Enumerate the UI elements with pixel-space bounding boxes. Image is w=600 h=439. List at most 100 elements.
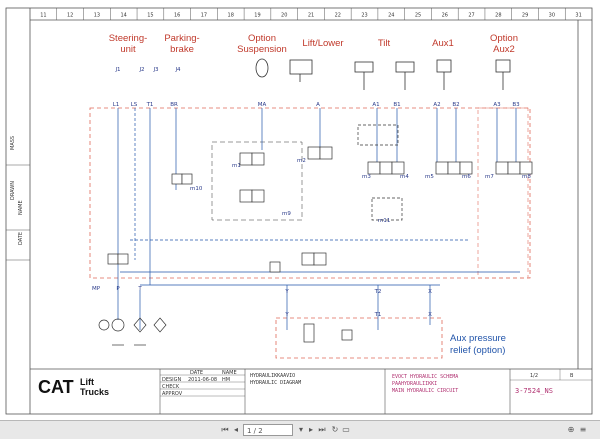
heading-parking: brake bbox=[170, 44, 194, 55]
port-label: T1 bbox=[146, 102, 154, 108]
port-label: J2 bbox=[138, 67, 144, 73]
page-number-input[interactable]: 1 / 2 bbox=[243, 424, 293, 436]
port-label: A2 bbox=[433, 102, 440, 108]
heading-option-suspension: Option bbox=[248, 33, 276, 44]
port-label: T2 bbox=[374, 289, 382, 295]
port-label: B1 bbox=[393, 102, 400, 108]
column-number: 29 bbox=[522, 13, 528, 19]
column-number: 30 bbox=[549, 13, 555, 19]
port-label: MP bbox=[92, 286, 101, 292]
hydraulic-lines bbox=[117, 108, 520, 330]
motor-label: m6 bbox=[462, 174, 471, 180]
next-page-icon[interactable]: ▸ bbox=[308, 425, 313, 434]
first-page-icon[interactable]: ⏮ bbox=[221, 425, 229, 434]
motor-label: m8 bbox=[522, 174, 531, 180]
port-label: MA bbox=[258, 102, 267, 108]
column-number: 23 bbox=[361, 13, 367, 19]
heading-aux1: Aux1 bbox=[432, 38, 454, 49]
column-number: 15 bbox=[147, 13, 153, 19]
port-label: J3 bbox=[152, 67, 159, 73]
left-margin-labels: MASS DRAWN NAME DATE bbox=[6, 136, 30, 261]
zoom-icon[interactable]: ⊕ bbox=[567, 425, 575, 434]
fi-title: HYDRAULIKKAAVIO bbox=[250, 373, 295, 379]
motor-label: m3 bbox=[362, 174, 371, 180]
port-label: A3 bbox=[493, 102, 501, 108]
side-label: MASS bbox=[10, 136, 16, 150]
pump-group bbox=[98, 317, 167, 346]
port-label: T1 bbox=[374, 312, 382, 318]
motor-label: m5 bbox=[425, 174, 434, 180]
column-number: 12 bbox=[67, 13, 73, 19]
rotate-icon[interactable]: ↻ bbox=[331, 425, 339, 434]
revision: B bbox=[570, 373, 574, 379]
motor-labels: m1 m2 m3 m4 m5 m6 m7 m8 m9 m10 m11 bbox=[190, 158, 531, 224]
port-label: B3 bbox=[512, 102, 520, 108]
motor-label: m2 bbox=[297, 158, 306, 164]
dropdown-icon[interactable]: ▾ bbox=[298, 425, 303, 434]
page-display: 1 / 2 bbox=[247, 427, 263, 435]
heading-parking: Parking- bbox=[164, 33, 199, 44]
motor-label: m10 bbox=[190, 186, 203, 192]
side-label: DRAWN bbox=[10, 181, 16, 200]
prev-page-icon[interactable]: ◂ bbox=[233, 425, 238, 434]
heading-steering: unit bbox=[120, 44, 136, 55]
name-value: HM bbox=[222, 377, 230, 383]
motor-label: m11 bbox=[378, 218, 390, 224]
port-label: LS bbox=[131, 102, 138, 108]
column-number: 31 bbox=[575, 13, 581, 19]
port-label: T bbox=[137, 286, 142, 292]
column-number: 27 bbox=[468, 13, 474, 19]
doc-number: 3-7524_NS bbox=[515, 387, 553, 395]
port-labels-top: J1 J2 J3 J4 L1 LS T1 BR MA A A1 B1 A2 B2… bbox=[113, 67, 520, 108]
column-number: 26 bbox=[442, 13, 448, 19]
port-label: X bbox=[428, 312, 432, 318]
date-value: 2011-06-08 bbox=[188, 377, 217, 383]
heading-option-suspension: Suspension bbox=[237, 44, 287, 55]
motor-label: m9 bbox=[282, 211, 291, 217]
port-label: P bbox=[116, 286, 120, 292]
column-number: 14 bbox=[120, 13, 126, 19]
aux-relief-label: Aux pressure bbox=[450, 333, 506, 344]
column-number: 11 bbox=[40, 13, 46, 19]
port-label: BR bbox=[170, 102, 178, 108]
check-label: CHECK bbox=[162, 384, 180, 390]
motor-label: m1 bbox=[232, 163, 241, 169]
column-number: 17 bbox=[201, 13, 207, 19]
last-page-icon[interactable]: ⏭ bbox=[318, 425, 326, 434]
motor-label: m4 bbox=[400, 174, 409, 180]
heading-steering: Steering- bbox=[109, 33, 148, 44]
logo-sub: Lift bbox=[80, 377, 94, 387]
actuators bbox=[255, 58, 511, 90]
circuit-line: EVOCT HYDRAULIC SCHEMA bbox=[392, 374, 458, 380]
column-number: 19 bbox=[254, 13, 260, 19]
logo-sub: Trucks bbox=[80, 387, 109, 397]
page-number: 1/2 bbox=[530, 373, 538, 379]
side-label: NAME bbox=[18, 200, 24, 215]
aux-relief-label: relief (option) bbox=[450, 345, 505, 356]
date-label: DATE bbox=[190, 370, 203, 376]
port-label: J1 bbox=[114, 67, 120, 73]
menu-icon[interactable]: ≡ bbox=[579, 425, 587, 434]
circuit-line: PAAHYDRAULIIKKI bbox=[392, 381, 437, 387]
design-label: DESIGN bbox=[162, 377, 182, 383]
name-label: NAME bbox=[222, 370, 237, 376]
heading-liftlower: Lift/Lower bbox=[302, 38, 343, 49]
port-label: Y bbox=[284, 289, 289, 295]
title-block: CAT Lift Trucks DATE NAME DESIGN CHECK A… bbox=[30, 368, 592, 414]
port-label: Y bbox=[284, 312, 289, 318]
valve-block-outline bbox=[89, 107, 531, 279]
en-title: HYDRAULIC DIAGRAM bbox=[250, 380, 301, 386]
port-label: A1 bbox=[372, 102, 379, 108]
heading-option-aux2: Aux2 bbox=[493, 44, 515, 55]
fit-page-icon[interactable]: ▭ bbox=[342, 425, 350, 434]
heading-option-aux2: Option bbox=[490, 33, 518, 44]
column-number: 21 bbox=[308, 13, 314, 19]
aux-relief-outline bbox=[275, 317, 443, 359]
column-number: 20 bbox=[281, 13, 287, 19]
column-number: 13 bbox=[94, 13, 100, 19]
port-label: L1 bbox=[113, 102, 120, 108]
column-number: 25 bbox=[415, 13, 421, 19]
port-labels-bottom: MP P T Y T2 X Y T1 X bbox=[92, 286, 432, 318]
